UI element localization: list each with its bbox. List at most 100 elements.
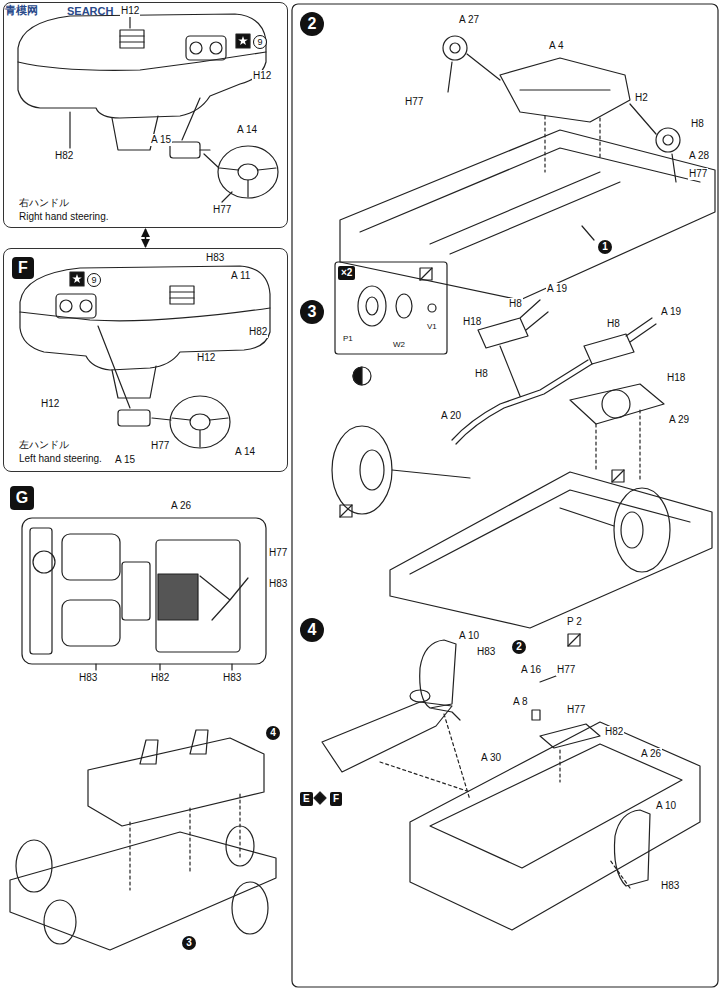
part-label: H77 [404,96,424,108]
step-panel: F左ハンドルLeft hand steering. [3,248,288,472]
wheel-inset [396,294,412,318]
interior-drawing [420,640,460,720]
star-badge [70,272,84,286]
color-icon [353,367,371,385]
part-label: A 26 [170,500,192,512]
part-label: H77 [566,704,586,716]
panel-caption: 左ハンドル [18,439,70,451]
exhaust-drawing [332,300,712,646]
part-label: H8 [474,368,489,380]
part-label: A 28 [688,150,710,162]
panel-caption: Left hand steering. [18,453,103,465]
dashboard-drawing [210,42,222,54]
dashboard-drawing [120,36,144,42]
chassis-drawing [582,226,594,240]
assembly-drawing [88,738,264,826]
dashboard-drawing [238,164,258,180]
chassis-drawing [360,148,700,254]
watermark: SEARCH [66,5,114,18]
panel-caption: Right hand steering. [18,211,110,223]
part-label: A 29 [668,414,690,426]
dashboard-drawing [190,42,202,54]
callout-number: 4 [266,726,280,740]
interior-drawing [540,724,600,748]
chassis-drawing [340,36,715,300]
exhaust-drawing [340,505,352,517]
star-badge [238,36,248,45]
interior-top-view [22,518,266,664]
step-marker: 2 [300,12,324,36]
part-label: H12 [252,70,272,82]
wheel-inset [420,268,432,280]
star-badge [236,34,250,48]
color-icon [353,367,362,385]
dashboard-drawing [204,154,219,168]
part-label: ×2 [338,266,355,280]
dashboard-drawing [120,30,144,48]
frame-border [292,4,718,987]
part-label: H77 [150,440,170,452]
chassis-drawing [672,154,676,182]
part-label: A 19 [546,283,568,295]
part-label: A 26 [640,748,662,760]
part-label: A 14 [234,446,256,458]
assembly-drawing [16,840,52,892]
part-label: H18 [666,372,686,384]
interior-drawing [380,714,630,888]
interior-top-view [30,528,52,654]
part-label: P 2 [566,616,583,628]
part-label: H8 [508,298,523,310]
chassis-drawing [663,135,673,145]
step-marker: 4 [300,618,324,642]
part-label: H8 [690,118,705,130]
part-label: A 8 [512,696,528,708]
callout-number: 3 [182,936,196,950]
step-panel: 右ハンドルRight hand steering. [3,2,288,228]
step-number: 4 [308,622,317,638]
dashboard-drawing [170,396,230,448]
star-badge [236,34,250,48]
interior-drawing [322,702,452,772]
dashboard-drawing [172,418,228,447]
exhaust-drawing [621,512,643,548]
dashboard-drawing [200,149,210,150]
step-number: G [16,490,28,506]
dashboard-drawing [18,52,266,70]
interior-top-view [200,576,248,620]
wheel-inset [366,297,378,315]
interior-drawing [314,792,326,804]
dashboard-drawing [60,300,72,312]
exhaust-drawing [392,470,614,526]
part-label: H2 [634,92,649,104]
chassis-drawing [500,58,630,122]
interior-top-view [33,551,55,573]
chassis-drawing [545,116,600,172]
part-label: A 10 [458,630,480,642]
interior-top-view [62,600,120,646]
assembly-drawing [140,730,208,764]
exhaust-drawing [570,384,664,424]
interior-drawing [314,640,700,930]
part-label: A 16 [520,664,542,676]
part-label: A 14 [236,124,258,136]
dashboard-drawing [18,14,278,202]
exhaust-drawing [568,634,580,646]
part-label: A 15 [150,134,172,146]
chassis-drawing [443,36,467,60]
exhaust-drawing [568,634,580,646]
interior-drawing [410,722,700,930]
callout-number: 2 [512,640,526,654]
dashboard-drawing [170,292,194,298]
part-label: A 30 [480,752,502,764]
wheel-inset [335,262,447,354]
exhaust-drawing [602,390,630,418]
interior-drawing [540,676,556,682]
callout-number: 1 [598,240,612,254]
part-label: H83 [222,672,242,684]
part-label: H12 [196,352,216,364]
wheel-inset [420,268,432,280]
dashboard-drawing [98,326,130,408]
part-label: P1 [342,334,354,343]
color-icon [353,367,371,385]
